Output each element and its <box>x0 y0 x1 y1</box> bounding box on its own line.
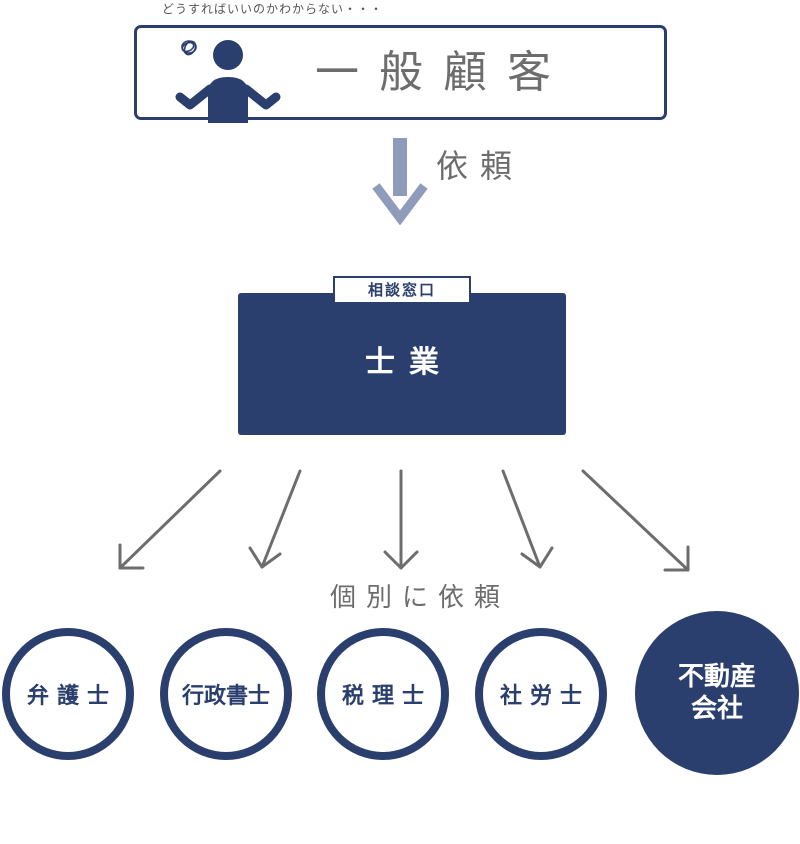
general-client-label: 一般顧客 <box>315 47 571 98</box>
general-client-box: 一般顧客 <box>134 25 667 123</box>
real-estate-company-circle: 不動産 会社 <box>635 611 799 775</box>
distribution-arrows <box>118 469 690 572</box>
request-label: 依頼 <box>436 147 525 185</box>
confused-person-icon <box>175 40 281 123</box>
arrow-to-scrivener-icon <box>248 469 302 569</box>
down-arrow-icon <box>372 138 428 226</box>
arrow-to-lawyer-icon <box>118 469 222 570</box>
shigyo-label: 士業 <box>365 345 453 380</box>
labor-consultant-label: 社労士 <box>499 684 590 709</box>
tax-accountant-label: 税理士 <box>341 684 432 709</box>
shigyo-box <box>238 293 566 435</box>
tax-accountant-circle: 税理士 <box>317 628 449 760</box>
administrative-scrivener-label: 行政書士 <box>181 684 270 709</box>
arrow-to-real-estate-icon <box>581 469 690 572</box>
individual-request-label: 個別に依頼 <box>330 583 511 613</box>
administrative-scrivener-circle: 行政書士 <box>160 628 292 760</box>
arrow-to-labor-consultant-icon <box>501 469 554 569</box>
lawyer-circle: 弁護士 <box>2 628 134 760</box>
lawyer-label: 弁護士 <box>26 684 117 709</box>
real-estate-company-label: 不動産 会社 <box>677 662 756 724</box>
confusion-caption: どうすればいいのかわからない・・・ <box>162 2 384 16</box>
consultation-window-tab: 相談窓口 <box>333 276 471 304</box>
labor-consultant-circle: 社労士 <box>475 628 607 760</box>
arrow-to-tax-accountant-icon <box>383 469 419 570</box>
